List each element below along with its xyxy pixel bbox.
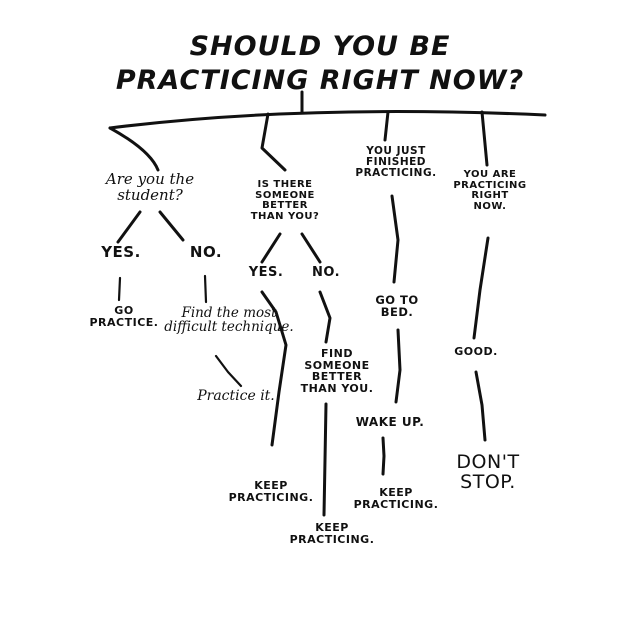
question-is-there-someone-better: IS THERE SOMEONE BETTER THAN YOU?: [250, 179, 320, 222]
connector-branch-student: [108, 126, 160, 172]
question-just-finished-practicing: YOU JUST FINISHED PRACTICING.: [355, 145, 437, 180]
connector-yes-go-practice: [117, 276, 122, 302]
connector-wake-keep: [381, 436, 386, 476]
connector-student-yes: [116, 210, 142, 244]
outcome-keep-practicing-2: KEEP PRACTICING.: [289, 521, 375, 546]
outcome-keep-practicing-3: KEEP PRACTICING.: [353, 486, 439, 511]
outcome-dont-stop: DON'T STOP.: [456, 451, 520, 493]
connector-no-find-technique: [203, 274, 208, 304]
connector-good-dont-stop: [474, 370, 487, 442]
answer-someone-yes: YES.: [248, 265, 284, 280]
diagram-title: SHOULD YOU BE PRACTICING RIGHT NOW?: [0, 30, 640, 98]
step-good: GOOD.: [454, 345, 498, 358]
connector-branch-someone: [260, 112, 287, 172]
connector-main-bar: [108, 110, 547, 130]
connector-someone-yes: [260, 232, 282, 264]
connector-technique-practice: [214, 354, 243, 388]
question-are-you-the-student: Are you the student?: [105, 170, 195, 204]
connector-bed-wake: [394, 328, 402, 404]
connector-branch-right-now: [480, 110, 489, 167]
connector-finished-bed: [390, 194, 400, 284]
connector-no-find-someone: [318, 290, 332, 344]
connector-find-someone-keep: [322, 402, 328, 517]
step-find-difficult-technique: Find the most difficult technique.: [164, 305, 294, 336]
connector-branch-finished: [383, 110, 390, 142]
answer-student-no: NO.: [189, 243, 223, 261]
answer-student-yes: YES.: [101, 243, 141, 261]
question-practicing-right-now: YOU ARE PRACTICING RIGHT NOW.: [453, 169, 527, 212]
title-line-1: SHOULD YOU BE: [189, 31, 451, 62]
step-go-to-bed: GO TO BED.: [375, 293, 419, 320]
connector-someone-no: [300, 232, 322, 264]
answer-someone-no: NO.: [311, 265, 341, 280]
connector-student-no: [158, 210, 185, 242]
connector-yes-keep: [260, 290, 288, 447]
step-wake-up: WAKE UP.: [355, 415, 425, 429]
connector-right-now-good: [472, 236, 490, 340]
step-find-someone-better: FIND SOMEONE BETTER THAN YOU.: [300, 347, 374, 395]
outcome-keep-practicing-1: KEEP PRACTICING.: [228, 479, 314, 504]
step-practice-it: Practice it.: [197, 388, 275, 404]
title-line-2: PRACTICING RIGHT NOW?: [115, 65, 525, 96]
outcome-go-practice: GO PRACTICE.: [89, 304, 159, 329]
